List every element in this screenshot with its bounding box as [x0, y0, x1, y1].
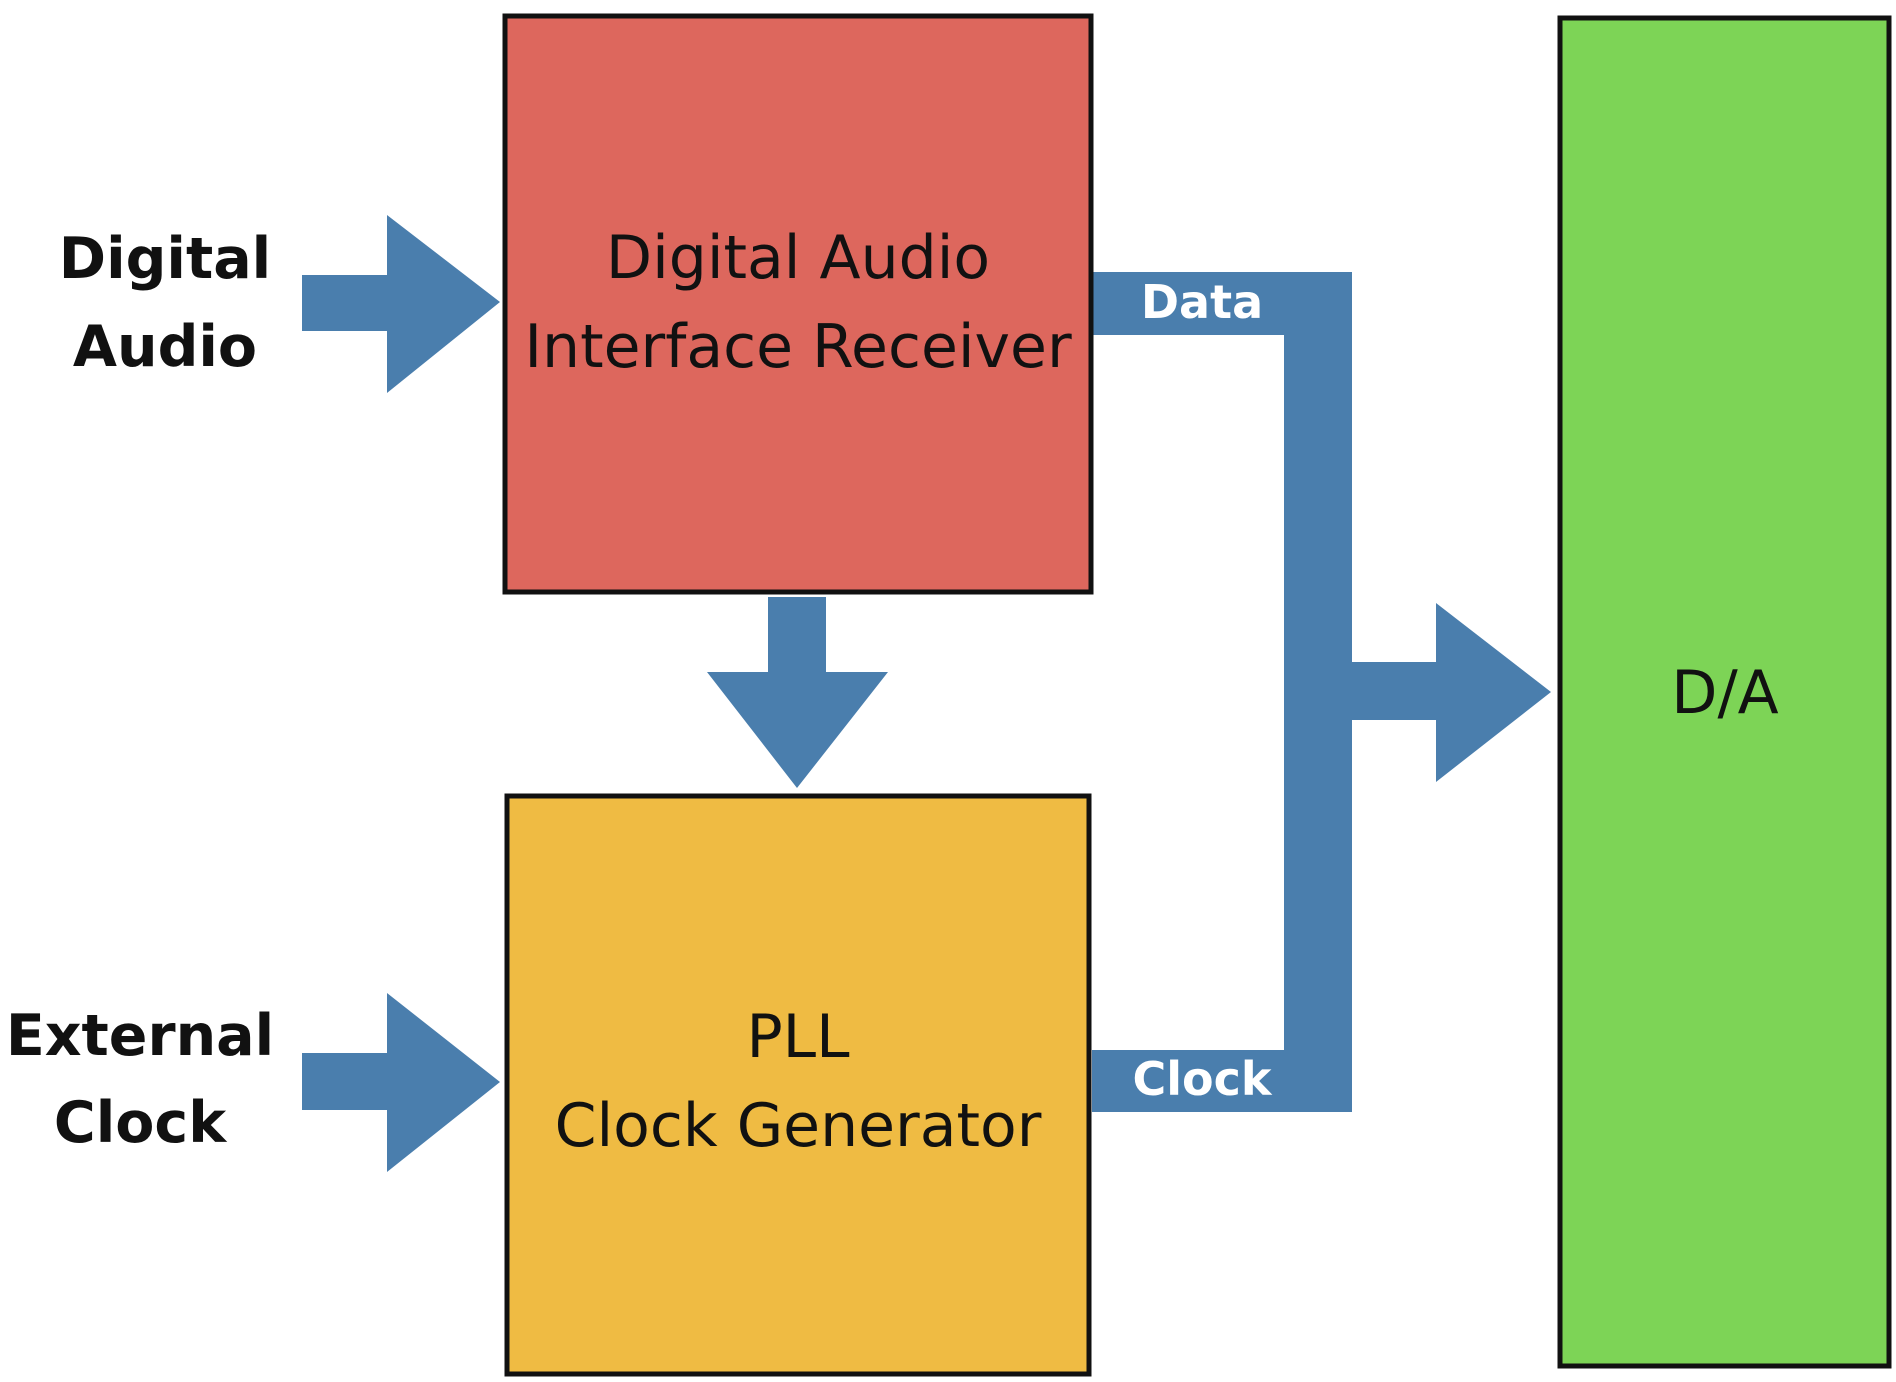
- clock-signal-label: Clock: [1133, 1052, 1273, 1106]
- receiver-label-line2: Interface Receiver: [524, 312, 1072, 382]
- data-signal-label: Data: [1141, 275, 1263, 329]
- dac-block: [1557, 15, 1892, 1369]
- receiver-label-line1: Digital Audio: [606, 223, 990, 293]
- receiver-to-pll-arrow: [707, 597, 888, 788]
- digital-audio-input-arrow: [302, 215, 500, 393]
- input-label-external-clock-line1: External: [6, 1003, 274, 1069]
- external-clock-input-arrow: [302, 993, 500, 1172]
- pll-block: [504, 793, 1092, 1377]
- input-label-digital-audio-line2: Audio: [73, 314, 257, 380]
- pll-label-line1: PLL: [746, 1002, 850, 1072]
- receiver-block: [502, 13, 1094, 595]
- bus-to-dac-arrow: [1352, 603, 1551, 782]
- input-label-external-clock-line2: Clock: [54, 1090, 227, 1156]
- input-label-digital-audio-line1: Digital: [59, 226, 271, 292]
- dac-label: D/A: [1671, 658, 1778, 728]
- pll-label-line2: Clock Generator: [555, 1091, 1042, 1161]
- clock-bus: [1092, 1050, 1352, 1112]
- data-bus: [1092, 272, 1352, 1112]
